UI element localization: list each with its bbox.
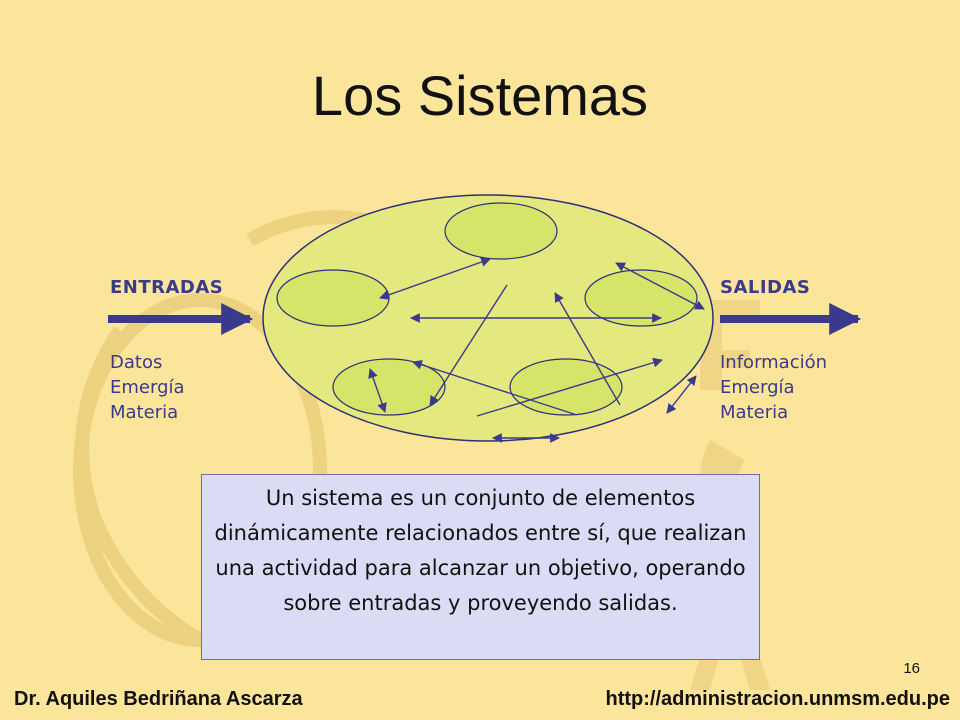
input-item: Emergía xyxy=(110,377,185,398)
relation-arrow xyxy=(429,284,508,406)
system-element-left xyxy=(276,269,390,327)
output-item: Emergía xyxy=(720,377,795,398)
slide-title: Los Sistemas xyxy=(311,64,649,127)
relation-arrow xyxy=(476,357,663,417)
footer-url: http://administracion.unmsm.edu.pe xyxy=(605,688,950,710)
outputs-list: Información Emergía Materia xyxy=(720,350,827,425)
relation-arrow xyxy=(554,292,621,406)
relation-arrow xyxy=(412,360,578,416)
definition-box: Un sistema es un conjunto de elementos d… xyxy=(201,474,760,660)
relation-arrow xyxy=(368,368,387,413)
input-item: Datos xyxy=(110,352,163,373)
relation-arrow xyxy=(615,262,705,310)
output-item: Información xyxy=(720,352,828,373)
page-number: 16 xyxy=(903,660,920,677)
input-item: Materia xyxy=(110,402,179,423)
inputs-label: ENTRADAS xyxy=(110,277,224,298)
relation-arrow xyxy=(666,375,697,414)
outputs-label: SALIDAS xyxy=(720,277,811,298)
inputs-list: Datos Emergía Materia xyxy=(110,350,185,425)
footer-author: Dr. Aquiles Bedriñana Ascarza xyxy=(14,688,303,710)
system-element-bottom-left xyxy=(332,358,446,416)
system-element-bottom-right xyxy=(509,358,623,416)
system-element-top xyxy=(444,202,558,260)
relation-arrow xyxy=(379,257,491,300)
output-item: Materia xyxy=(720,402,789,423)
